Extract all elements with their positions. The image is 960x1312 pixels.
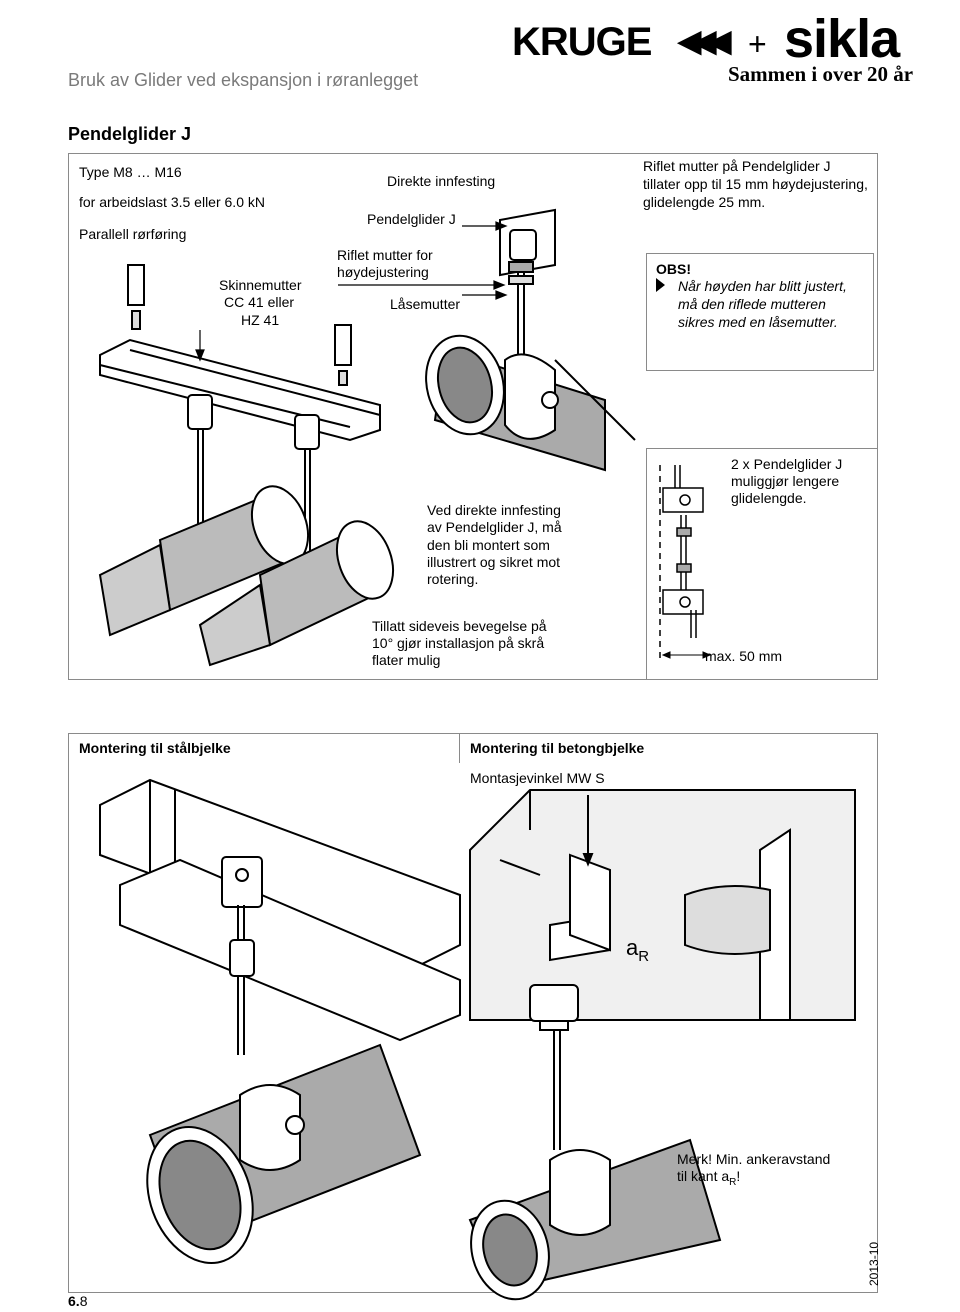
- angle-label: Montasjevinkel MW S: [470, 770, 605, 786]
- sikla-logo-text: sikla: [784, 9, 900, 69]
- double-glider-box: [646, 448, 878, 680]
- merk-sub: R: [729, 1177, 737, 1188]
- info-line-2: tillater opp til 15 mm høydejustering,: [643, 176, 868, 192]
- page-number-bold: 6.: [68, 1293, 80, 1309]
- merk-line-1: Merk! Min. ankeravstand: [677, 1151, 831, 1167]
- parallel-pipe-illustration: [98, 264, 395, 667]
- logo-plus: +: [748, 26, 767, 62]
- obs-box: [646, 253, 874, 371]
- page-number: 6.8: [68, 1293, 87, 1310]
- direct-note-2: av Pendelglider J, må: [427, 519, 562, 535]
- steel-title: Montering til stålbjelke: [79, 740, 231, 756]
- max-label: max. 50 mm: [705, 648, 783, 664]
- riflet-label-1: Riflet mutter for: [337, 247, 433, 263]
- page-number-rest: 8: [79, 1293, 88, 1309]
- double-line-2: muliggjør lengere: [731, 473, 840, 489]
- double-glider-illustration: [659, 465, 712, 660]
- tagline: Sammen i over 20 år: [728, 62, 914, 86]
- direct-note-5: rotering.: [427, 571, 479, 587]
- concrete-title: Montering til betongbjelke: [470, 740, 645, 756]
- ar-label-a: a: [626, 935, 639, 960]
- direct-note-4: illustrert og sikret mot: [427, 554, 561, 570]
- merk-line-2-text: til kant a: [677, 1168, 730, 1184]
- bottom-panel: [68, 733, 878, 1293]
- obs-line-3: sikres med en låsemutter.: [678, 314, 838, 330]
- merk-end: !: [736, 1168, 741, 1184]
- load-label: for arbeidslast 3.5 eller 6.0 kN: [79, 194, 265, 210]
- obs-title: OBS!: [656, 261, 691, 277]
- skinne-label-3: HZ 41: [241, 312, 280, 328]
- concrete-beam-illustration: [468, 789, 856, 1301]
- obs-line-2: må den riflede mutteren: [678, 296, 826, 312]
- merk-line-2: til kant aR!: [677, 1168, 740, 1191]
- panel-divider: [459, 733, 460, 763]
- double-line-3: glidelengde.: [731, 490, 807, 506]
- type-label: Type M8 … M16: [79, 164, 182, 180]
- kruge-arrows-icon: ◀◀◀: [678, 25, 731, 58]
- skinne-label-2: CC 41 eller: [224, 294, 295, 310]
- label-arrows: [195, 221, 508, 362]
- riflet-label-2: høydejustering: [337, 264, 429, 280]
- ar-label: aR: [626, 936, 649, 969]
- steel-beam-illustration: [99, 778, 461, 1264]
- obs-line-1: Når høyden har blitt justert,: [678, 278, 847, 294]
- top-panel: [68, 153, 878, 680]
- obs-arrow-icon: [656, 278, 665, 292]
- direkte-label: Direkte innfesting: [387, 173, 496, 189]
- laase-label: Låsemutter: [390, 296, 461, 312]
- direct-note-1: Ved direkte innfesting: [427, 502, 561, 518]
- date-stamp: 2013-10: [867, 1241, 881, 1286]
- sideways-3: flater mulig: [372, 652, 441, 668]
- section-title: Pendelglider J: [68, 124, 192, 144]
- ar-label-sub: R: [638, 948, 650, 965]
- routing-label: Parallell rørføring: [79, 226, 187, 242]
- info-line-3: glidelengde 25 mm.: [643, 194, 766, 210]
- direct-note-3: den bli montert som: [427, 537, 550, 553]
- brand-logo: KRUGE ◀◀◀ + sikla Sammen i over 20 år: [512, 4, 942, 88]
- sideways-2: 10° gjør installasjon på skrå: [372, 635, 545, 651]
- skinne-label-1: Skinnemutter: [219, 277, 302, 293]
- kruge-logo-text: KRUGE: [512, 20, 652, 64]
- double-title: 2 x Pendelglider J: [731, 456, 843, 472]
- direct-mount-illustration: [425, 208, 636, 472]
- pendelglider-label: Pendelglider J: [367, 211, 456, 227]
- document-title: Bruk av Glider ved ekspansjon i røranleg…: [68, 70, 419, 90]
- info-line-1: Riflet mutter på Pendelglider J: [643, 158, 831, 174]
- sideways-1: Tillatt sideveis bevegelse på: [372, 618, 547, 634]
